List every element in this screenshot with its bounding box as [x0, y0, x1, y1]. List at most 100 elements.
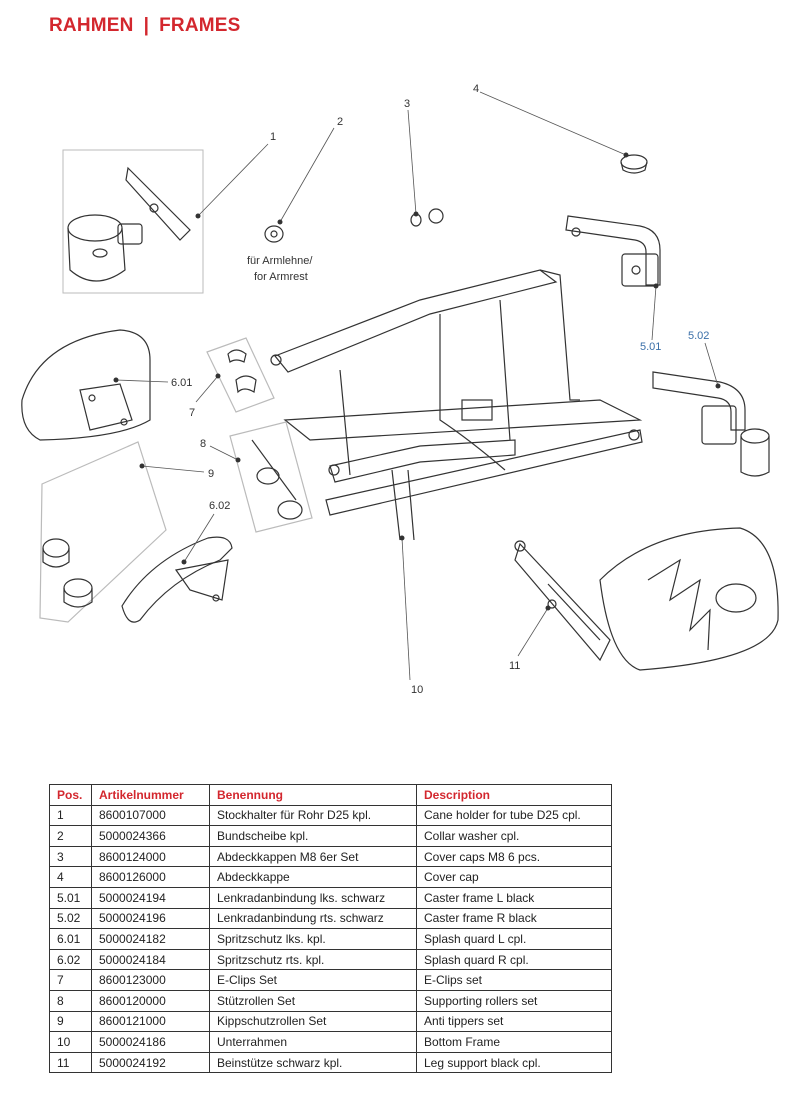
cell-article-number: 5000024366: [91, 825, 210, 847]
table-header-row: Pos. Artikelnummer Benennung Description: [49, 784, 612, 806]
page-title: RAHMEN | FRAMES: [49, 15, 241, 37]
cell-article-number: 8600126000: [91, 866, 210, 888]
cell-designation: Lenkradanbindung lks. schwarz: [209, 886, 417, 909]
cell-designation: Abdeckkappe: [209, 866, 417, 888]
cell-designation: Abdeckkappen M8 6er Set: [209, 845, 417, 868]
cell-description: Splash quard L cpl.: [416, 928, 612, 950]
header-pos: Pos.: [49, 784, 92, 806]
cell-designation: Lenkradanbindung rts. schwarz: [209, 907, 417, 930]
callout-1: 1: [270, 131, 276, 143]
cell-description: Leg support black cpl.: [416, 1051, 612, 1074]
armrest-note-de: für Armlehne/: [247, 255, 313, 267]
cell-description: Anti tippers set: [416, 1010, 612, 1033]
callout-5-02: 5.02: [688, 330, 709, 342]
callout-5-01: 5.01: [640, 341, 661, 353]
cell-article-number: 5000024192: [91, 1051, 210, 1074]
cell-pos: 8: [49, 989, 92, 1012]
cell-designation: Kippschutzrollen Set: [209, 1010, 417, 1033]
header-description: Description: [416, 784, 612, 806]
cell-description: Caster frame L black: [416, 886, 612, 909]
callout-2: 2: [337, 116, 343, 128]
cell-pos: 6.01: [49, 928, 92, 950]
cell-designation: Bundscheibe kpl.: [209, 825, 417, 847]
cell-pos: 4: [49, 866, 92, 888]
part-collar-washer: [264, 225, 284, 243]
part-splash-guard-left: [21, 329, 151, 441]
cell-pos: 2: [49, 825, 92, 847]
cell-description: Cover caps M8 6 pcs.: [416, 845, 612, 868]
cell-description: Bottom Frame: [416, 1031, 612, 1053]
cell-pos: 11: [49, 1051, 92, 1074]
cell-description: Cane holder for tube D25 cpl.: [416, 804, 612, 827]
cell-pos: 9: [49, 1010, 92, 1033]
cell-designation: Beinstütze schwarz kpl.: [209, 1051, 417, 1074]
cell-article-number: 5000024194: [91, 886, 210, 909]
cell-description: Cover cap: [416, 866, 612, 888]
cell-pos: 7: [49, 969, 92, 991]
leader-lines: [115, 91, 719, 681]
part-cane-holder: [62, 149, 204, 294]
cell-designation: Unterrahmen: [209, 1031, 417, 1053]
cell-article-number: 8600120000: [91, 989, 210, 1012]
cell-article-number: 8600124000: [91, 845, 210, 868]
part-caster-frame-left: [565, 215, 661, 287]
cell-pos: 1: [49, 804, 92, 827]
cell-designation: Spritzschutz lks. kpl.: [209, 928, 417, 950]
callout-6-01: 6.01: [171, 377, 192, 389]
part-leg-support: [514, 527, 779, 671]
cell-article-number: 5000024186: [91, 1031, 210, 1053]
cell-article-number: 5000024182: [91, 928, 210, 950]
cell-description: E-Clips set: [416, 969, 612, 991]
cell-article-number: 8600123000: [91, 969, 210, 991]
cell-designation: Stützrollen Set: [209, 989, 417, 1012]
part-caster-frame-right: [652, 371, 770, 477]
cell-description: Collar washer cpl.: [416, 825, 612, 847]
cell-pos: 6.02: [49, 948, 92, 971]
callout-11: 11: [509, 660, 520, 672]
part-splash-guard-right: [121, 536, 233, 623]
title-separator: |: [143, 15, 150, 36]
exploded-parts-drawing: 1 2 3 4 5.01 5.02 6.01 6.02 7 8 9 10 11 …: [21, 83, 779, 696]
callout-4: 4: [473, 83, 479, 95]
cell-designation: Stockhalter für Rohr D25 kpl.: [209, 804, 417, 827]
callout-7: 7: [189, 407, 195, 419]
callout-6-02: 6.02: [209, 500, 230, 512]
part-cover-cap: [620, 154, 648, 174]
callout-9: 9: [208, 468, 214, 480]
cell-pos: 3: [49, 845, 92, 868]
cell-description: Caster frame R black: [416, 907, 612, 930]
cell-pos: 5.02: [49, 907, 92, 930]
title-en: FRAMES: [159, 15, 241, 36]
callout-3: 3: [404, 98, 410, 110]
part-supporting-rollers: [229, 421, 313, 533]
cell-designation: Spritzschutz rts. kpl.: [209, 948, 417, 971]
callout-8: 8: [200, 438, 206, 450]
cell-description: Splash quard R cpl.: [416, 948, 612, 971]
part-e-clips: [206, 337, 275, 413]
cell-article-number: 8600107000: [91, 804, 210, 827]
cell-article-number: 5000024196: [91, 907, 210, 930]
cell-pos: 5.01: [49, 886, 92, 909]
part-anti-tippers: [39, 441, 167, 623]
parts-table: Pos. Artikelnummer Benennung Description…: [49, 784, 612, 1074]
cell-description: Supporting rollers set: [416, 989, 612, 1012]
cell-article-number: 5000024184: [91, 948, 210, 971]
cell-designation: E-Clips Set: [209, 969, 417, 991]
part-bottom-frame: [270, 269, 643, 541]
armrest-note-en: for Armrest: [254, 271, 308, 283]
header-designation: Benennung: [209, 784, 417, 806]
title-de: RAHMEN: [49, 15, 134, 36]
